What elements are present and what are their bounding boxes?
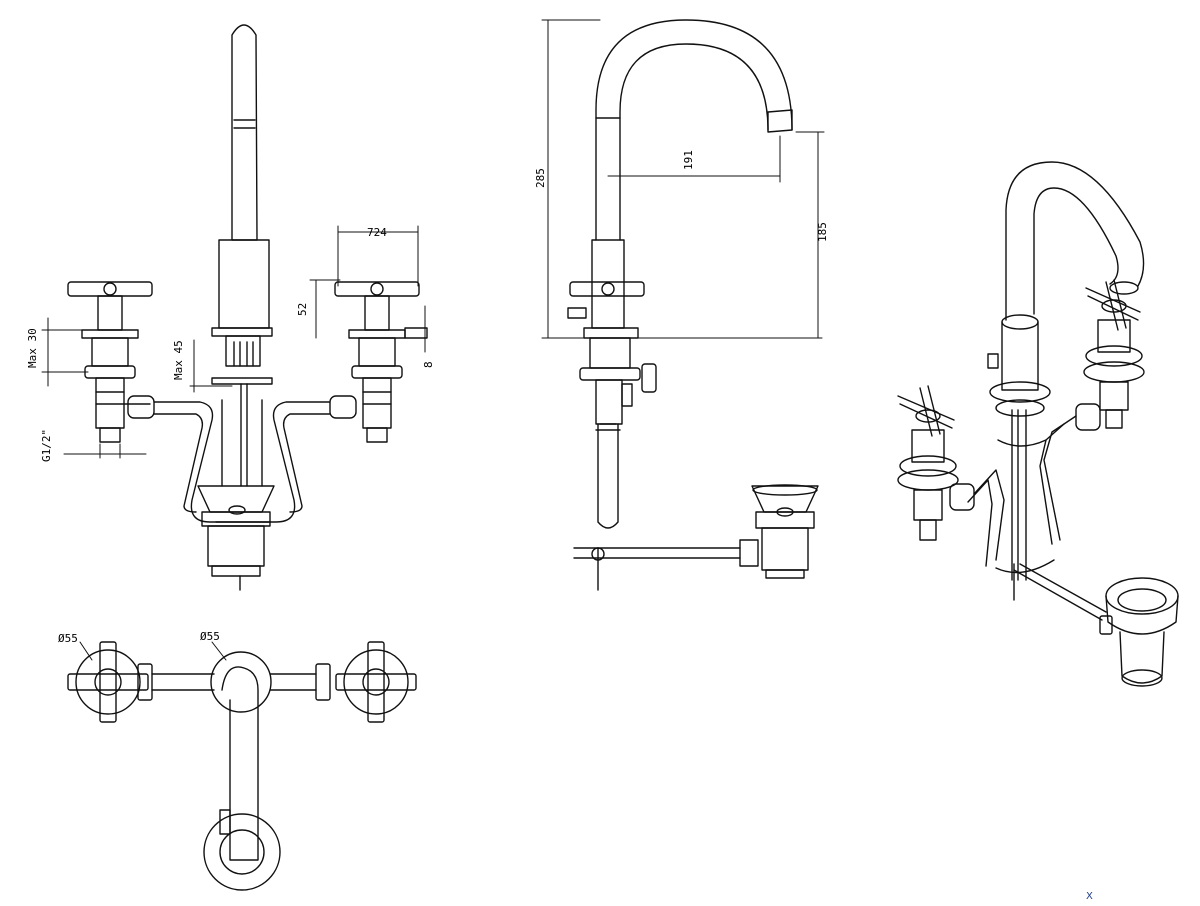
side-dimension-labels: 285 191 185 bbox=[534, 150, 829, 242]
top-center-spout bbox=[210, 651, 272, 861]
front-waste bbox=[197, 485, 275, 591]
iso-hoses bbox=[949, 403, 1101, 581]
top-dimension-leaders bbox=[79, 641, 227, 661]
top-left-handle bbox=[67, 641, 149, 723]
top-waste bbox=[203, 809, 281, 891]
isometric-view bbox=[897, 161, 1179, 687]
top-view: Ø55 Ø55 bbox=[58, 630, 417, 891]
side-view: 285 191 185 bbox=[534, 19, 829, 591]
dim-small-label: 8 bbox=[422, 361, 435, 368]
side-spout bbox=[567, 19, 793, 529]
brand-logo-text: X bbox=[1086, 891, 1093, 901]
dim-max-deck-left-label: Max 30 bbox=[26, 328, 39, 368]
front-dimensions bbox=[41, 225, 426, 459]
side-waste bbox=[573, 484, 819, 591]
iso-waste bbox=[1013, 563, 1179, 687]
front-right-valve bbox=[334, 281, 428, 443]
dim-thread-label: G1/2" bbox=[40, 429, 53, 462]
dim-spread-label: 724 bbox=[367, 226, 387, 239]
iso-right-handle bbox=[1083, 279, 1145, 429]
dim-handle-height-label: 52 bbox=[296, 303, 309, 316]
top-connectors bbox=[137, 663, 331, 701]
front-hoses bbox=[123, 395, 357, 523]
top-right-handle bbox=[335, 641, 417, 723]
dim-spout-height-label: 185 bbox=[816, 222, 829, 242]
dim-diameter-center-label: Ø55 bbox=[200, 630, 220, 643]
front-view: 724 52 Max 30 Max 45 8 G1/2" bbox=[26, 24, 435, 591]
front-left-valve bbox=[67, 281, 153, 443]
iso-left-handle bbox=[897, 385, 959, 541]
dim-reach-label: 191 bbox=[682, 150, 695, 170]
dim-max-deck-center-label: Max 45 bbox=[172, 340, 185, 380]
side-dimensions bbox=[541, 19, 825, 339]
front-spout bbox=[211, 24, 273, 487]
dim-total-height-label: 285 bbox=[534, 168, 547, 188]
dim-diameter-left-label: Ø55 bbox=[58, 632, 78, 645]
front-dimension-labels: 724 52 Max 30 Max 45 8 G1/2" bbox=[26, 226, 435, 462]
top-dimension-labels: Ø55 Ø55 bbox=[58, 630, 220, 645]
iso-spout bbox=[987, 161, 1145, 417]
brand-logo: X bbox=[1086, 891, 1093, 902]
